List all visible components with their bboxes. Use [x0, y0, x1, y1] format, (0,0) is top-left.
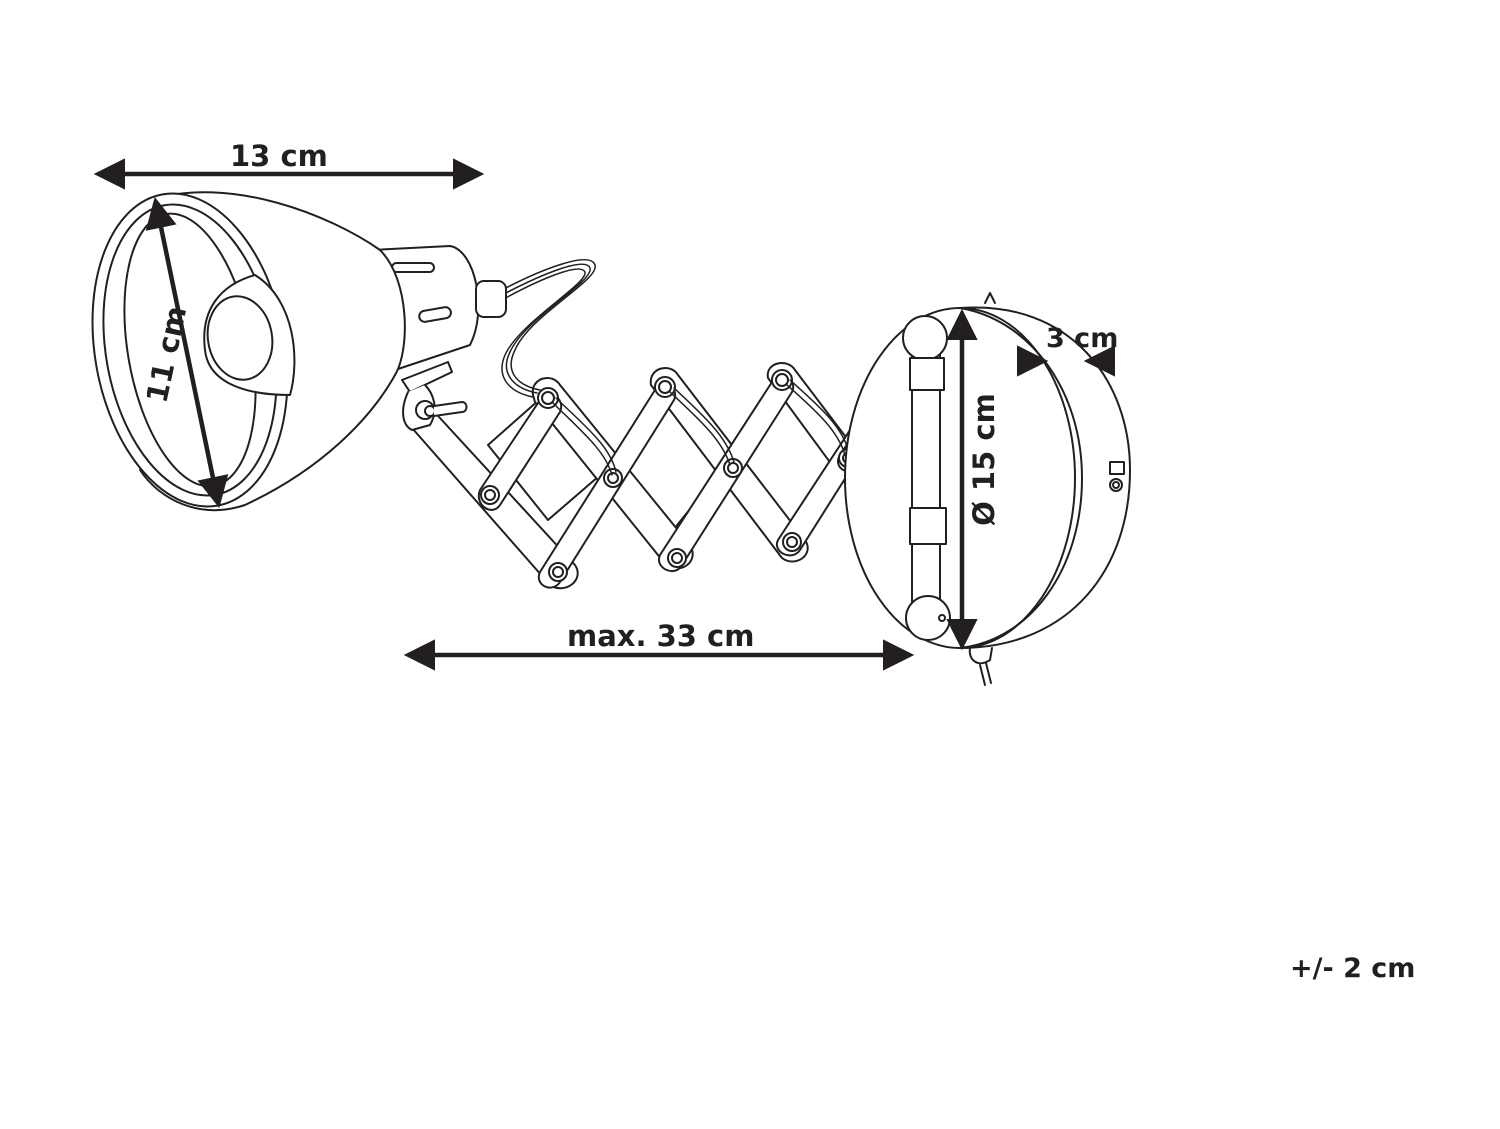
label-base-diameter: Ø 15 cm: [966, 393, 1001, 526]
tolerance-note: +/- 2 cm: [1290, 953, 1416, 984]
dim-line-shade-diameter: [145, 196, 229, 509]
lamp-shade: [91, 191, 507, 512]
label-shade-length: 13 cm: [230, 139, 328, 173]
label-base-depth: 3 cm: [1046, 323, 1119, 354]
scissor-arm: [403, 362, 913, 590]
label-arm-extension: max. 33 cm: [567, 619, 755, 653]
power-cable: [501, 259, 596, 398]
